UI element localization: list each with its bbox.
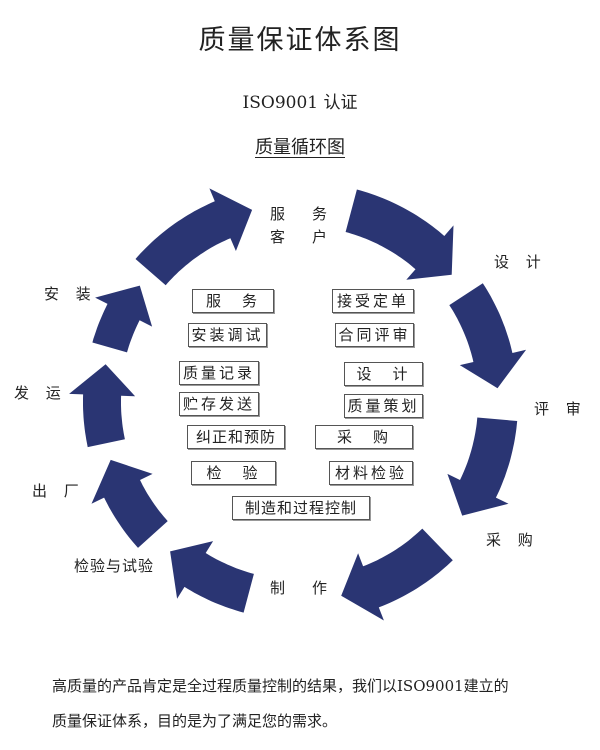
label-purchase: 采 购 bbox=[486, 531, 539, 549]
label-service: 服 务 bbox=[270, 205, 334, 223]
box-material-inspection: 材料检验 bbox=[329, 461, 413, 485]
box-contract-review: 合同评审 bbox=[335, 323, 414, 347]
box-manufacturing-process-control: 制造和过程控制 bbox=[232, 496, 370, 520]
cycle-arrow-6 bbox=[91, 459, 168, 548]
cycle-arrow-1 bbox=[345, 189, 454, 280]
cycle-arrow-2 bbox=[449, 283, 527, 389]
box-corrective-preventive: 纠正和预防 bbox=[187, 425, 285, 449]
label-ship: 发 运 bbox=[14, 384, 67, 402]
footer-line-2: 质量保证体系，目的是为了满足您的需求。 bbox=[52, 712, 338, 730]
label-customer: 客 户 bbox=[270, 228, 334, 246]
box-design: 设 计 bbox=[344, 362, 423, 386]
cycle-arrow-7 bbox=[69, 364, 136, 448]
box-installation: 安装调试 bbox=[188, 323, 267, 347]
cycle-title-text: 质量循环图 bbox=[255, 137, 345, 158]
footer-line-1: 高质量的产品肯定是全过程质量控制的结果，我们以ISO9001建立的 bbox=[52, 677, 509, 695]
label-design: 设 计 bbox=[494, 253, 547, 271]
cycle-arrow-8 bbox=[92, 285, 153, 353]
cycle-arrow-9 bbox=[135, 188, 253, 286]
label-inspection-test: 检验与试验 bbox=[74, 557, 155, 575]
label-review: 评 审 bbox=[534, 400, 587, 418]
box-service: 服 务 bbox=[192, 289, 274, 313]
cycle-arrow-5 bbox=[170, 541, 254, 613]
box-storage-delivery: 贮存发送 bbox=[179, 392, 259, 416]
cycle-arrow-4 bbox=[341, 528, 453, 621]
subtitle: ISO9001 认证 bbox=[242, 93, 358, 113]
label-install: 安 装 bbox=[44, 285, 97, 303]
label-leave-factory: 出 厂 bbox=[32, 482, 85, 500]
label-manufacture: 制 作 bbox=[270, 579, 334, 597]
box-purchasing: 采 购 bbox=[315, 425, 413, 449]
box-quality-planning: 质量策划 bbox=[344, 394, 423, 418]
box-quality-records: 质量记录 bbox=[179, 361, 259, 385]
page-title: 质量保证体系图 bbox=[198, 25, 402, 56]
box-inspection: 检 验 bbox=[191, 461, 276, 485]
cycle-title: 质量循环图 bbox=[0, 133, 600, 159]
box-accept-order: 接受定单 bbox=[332, 289, 414, 313]
cycle-arrow-3 bbox=[447, 417, 518, 516]
